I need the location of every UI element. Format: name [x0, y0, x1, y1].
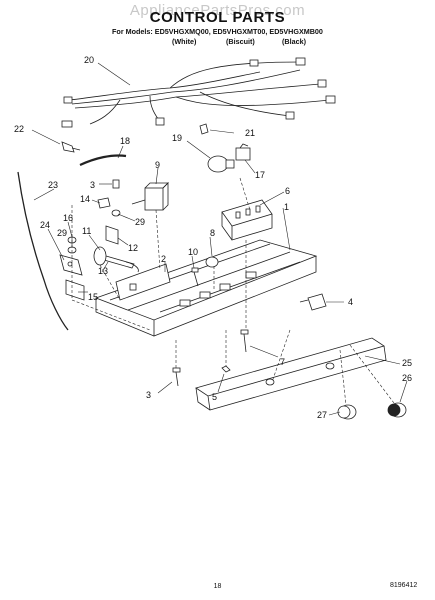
callout-5: 5	[212, 392, 217, 402]
callout-25: 25	[402, 358, 412, 368]
callout-27: 27	[317, 410, 327, 420]
light-bulb-19	[207, 155, 235, 173]
callout-1: 1	[284, 202, 289, 212]
callout-7: 7	[280, 357, 285, 367]
knob-27	[337, 404, 357, 420]
model-list: For Models: ED5VHGXMQ00, ED5VHGXMT00, ED…	[112, 27, 323, 36]
callout-15: 15	[88, 292, 98, 302]
callout-18: 18	[120, 136, 130, 146]
control-panel-25	[195, 337, 387, 411]
grommet-8	[205, 256, 219, 268]
document-code: 8196412	[390, 582, 418, 589]
screw-7	[240, 329, 249, 353]
callout-29-left: 29	[57, 228, 67, 238]
connector-22	[61, 141, 81, 153]
callout-14: 14	[80, 194, 90, 204]
bracket-2	[115, 263, 171, 301]
control-housing-1	[94, 239, 318, 337]
watermark: AppliancePartsPros.com	[129, 2, 306, 19]
callout-21: 21	[245, 128, 255, 138]
tube-18	[79, 154, 127, 166]
callout-6: 6	[285, 186, 290, 196]
callout-labels: 20 22 18 19 21 17 9 6 3 29 14 1 23 8 10 …	[14, 55, 412, 420]
rod-23	[17, 171, 69, 331]
color-black: (Black)	[282, 37, 306, 46]
switch-6	[221, 199, 273, 241]
nut-5	[221, 365, 231, 373]
color-biscuit: (Biscuit)	[226, 37, 255, 46]
callout-29-top: 29	[135, 217, 145, 227]
screw-3-lower	[172, 367, 181, 387]
callout-22: 22	[14, 124, 24, 134]
callout-8: 8	[210, 228, 215, 238]
callout-10: 10	[188, 247, 198, 257]
wire-harness	[61, 57, 336, 128]
color-white: (White)	[172, 37, 197, 46]
callout-9: 9	[155, 160, 160, 170]
light-socket-17	[235, 143, 251, 161]
callout-11: 11	[82, 226, 91, 236]
callout-16: 16	[63, 213, 73, 223]
page-number: 18	[213, 583, 222, 590]
leader-lines	[31, 62, 408, 416]
clip-21	[199, 123, 209, 135]
callout-3-top: 3	[90, 180, 95, 190]
knob-26	[387, 402, 407, 418]
callout-12: 12	[128, 243, 138, 253]
callout-13: 13	[98, 266, 108, 276]
callout-19: 19	[172, 133, 182, 143]
screw-10	[191, 267, 199, 287]
callout-4: 4	[348, 297, 353, 307]
switch-4	[299, 293, 327, 311]
callout-2: 2	[161, 254, 166, 264]
callout-20: 20	[84, 55, 94, 65]
thermostat-9	[131, 182, 169, 211]
callout-3-bottom: 3	[146, 390, 151, 400]
bracket-15	[65, 279, 85, 301]
callout-24: 24	[40, 220, 50, 230]
page-title: CONTROL PARTS	[149, 9, 286, 26]
callout-26: 26	[402, 373, 412, 383]
callout-17: 17	[255, 170, 265, 180]
callout-23: 23	[48, 180, 58, 190]
